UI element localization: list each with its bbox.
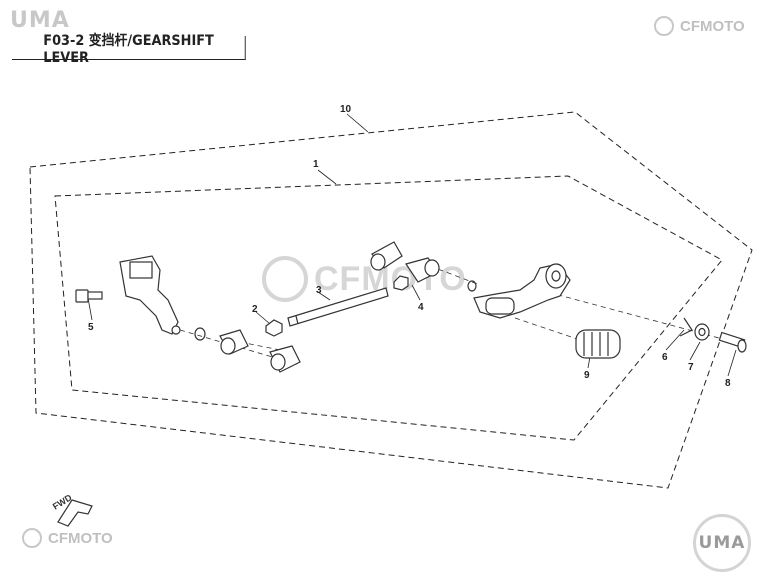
part-pedal-lever — [473, 263, 571, 319]
cfmoto-ring-icon — [22, 528, 42, 548]
page-title: F03-2 变挡杆/GEARSHIFT LEVER — [12, 33, 246, 66]
part-bolt-5 — [75, 289, 103, 303]
callout-5: 5 — [88, 322, 94, 333]
cfmoto-logo-top: CFMOTO — [654, 16, 745, 36]
part-rod-3 — [287, 287, 389, 327]
part-footpeg-9 — [575, 329, 621, 359]
cfmoto-logo-text: CFMOTO — [48, 529, 113, 547]
callout-6: 6 — [662, 352, 668, 363]
callout-2: 2 — [252, 304, 258, 315]
callout-4: 4 — [418, 302, 424, 313]
leader-lines — [87, 113, 737, 377]
part-nut-2 — [265, 319, 283, 337]
uma-logo-bottom: UMA — [693, 514, 751, 572]
part-connector — [405, 257, 440, 283]
assembly-outline-10 — [29, 111, 753, 489]
axis-lines — [179, 265, 746, 366]
uma-logo-top: UMA — [10, 8, 70, 33]
callout-9: 9 — [584, 370, 590, 381]
page-title-text: F03-2 变挡杆/GEARSHIFT LEVER — [43, 32, 214, 66]
forward-arrow-icon — [57, 499, 93, 527]
part-nut-4 — [393, 275, 409, 291]
cfmoto-logo-bottom: CFMOTO — [22, 528, 113, 548]
assembly-outline-1 — [54, 175, 723, 441]
part-clip-6 — [679, 317, 693, 337]
part-circlip-right — [467, 280, 477, 292]
part-ball-joint-lower — [269, 345, 301, 373]
callout-8: 8 — [725, 378, 731, 389]
callout-10: 10 — [340, 104, 352, 115]
callout-7: 7 — [688, 362, 694, 373]
cfmoto-watermark: CFMOTO — [262, 256, 467, 302]
part-ball-joint-upper — [370, 241, 403, 271]
callout-1: 1 — [313, 159, 319, 170]
part-shift-arm — [119, 255, 181, 335]
part-pin-8 — [718, 331, 747, 353]
cfmoto-ring-icon — [654, 16, 674, 36]
callout-3: 3 — [316, 285, 322, 296]
cfmoto-watermark-ring-icon — [262, 256, 308, 302]
part-ball-joint-left — [219, 329, 249, 355]
part-washer-7 — [694, 323, 710, 341]
cfmoto-watermark-text: CFMOTO — [314, 259, 467, 298]
part-circlip-left — [194, 327, 206, 341]
cfmoto-logo-text: CFMOTO — [680, 17, 745, 35]
